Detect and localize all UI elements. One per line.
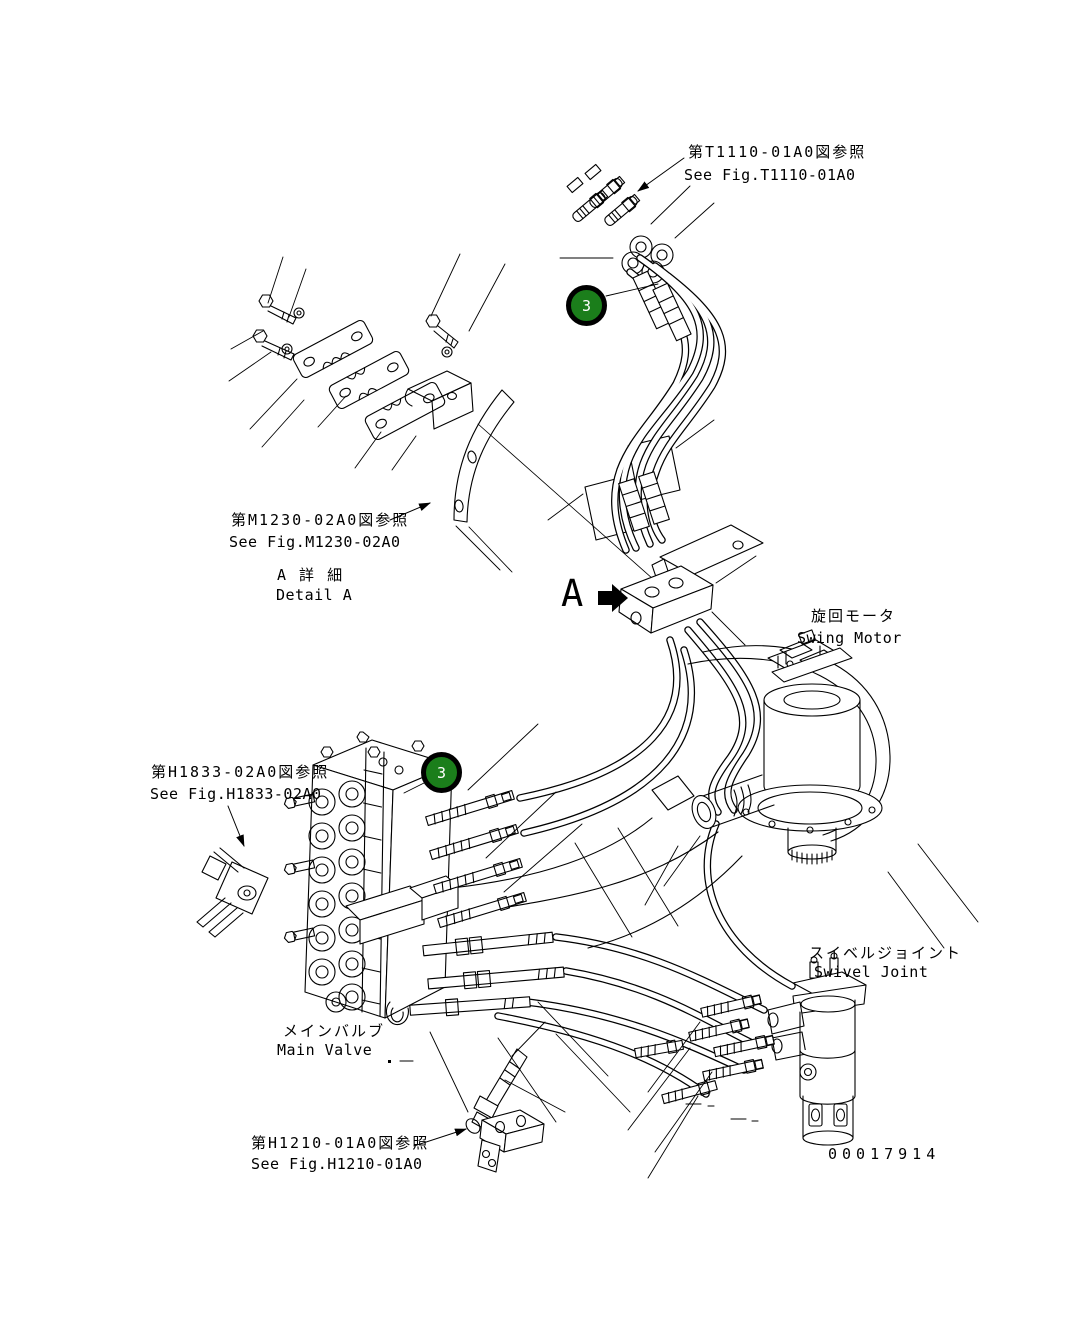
t1110-leader-arrow <box>637 157 685 192</box>
detail-a-assembly-drawing <box>228 253 689 611</box>
callout-number: 3 <box>581 296 592 315</box>
reference-leader-arrows <box>227 157 685 1147</box>
part-callout-3-valve[interactable]: 3 <box>421 752 462 793</box>
swivel-joint-drawing <box>627 952 867 1179</box>
label-swivel-joint-jp: スイベルジョイント <box>809 944 963 962</box>
part-callout-3-upper[interactable]: 3 <box>566 285 607 326</box>
main-valve-drawing <box>283 723 631 1123</box>
center-hose-runs-drawing <box>451 618 979 1098</box>
upper-hose-bundle-drawing <box>611 254 727 554</box>
label-ref-m1230-en: See Fig.M1230-02A0 <box>229 533 401 551</box>
label-detail-a-en: Detail A <box>276 586 353 604</box>
hose-clamp-block-drawing <box>618 524 764 634</box>
h1833-leader-arrow <box>227 805 245 847</box>
callout-1-leader <box>605 283 659 297</box>
label-ref-t1110-en: See Fig.T1110-01A0 <box>684 166 856 184</box>
h1210-leader-arrow <box>413 1128 467 1147</box>
label-main-valve-en: Main Valve <box>277 1041 373 1059</box>
callout-number: 3 <box>436 763 447 782</box>
h1833-part-drawing <box>196 847 269 938</box>
label-ref-m1230-jp: 第M1230-02A0図参照 <box>231 511 410 529</box>
label-ref-t1110-jp: 第T1110-01A0図参照 <box>688 143 867 161</box>
drawing-number: 00017914 <box>828 1145 941 1163</box>
section-a-letter: A <box>561 572 584 615</box>
label-ref-h1210-jp: 第H1210-01A0図参照 <box>251 1134 430 1152</box>
label-ref-h1833-en: See Fig.H1833-02A0 <box>150 785 322 803</box>
label-swing-motor-jp: 旋回モータ <box>811 607 897 625</box>
swing-motor-drawing <box>644 611 891 906</box>
callout-2-leader <box>403 782 425 794</box>
section-a-arrow-icon <box>598 584 628 612</box>
label-swing-motor-en: Swing Motor <box>797 629 902 647</box>
label-ref-h1210-en: See Fig.H1210-01A0 <box>251 1155 423 1173</box>
label-ref-h1833-jp: 第H1833-02A0図参照 <box>151 763 330 781</box>
m1230-leader-arrow <box>389 502 431 521</box>
h1210-bracket-drawing <box>388 1021 759 1173</box>
label-detail-a-jp: A 詳 細 <box>277 566 345 584</box>
label-swivel-joint-en: Swivel Joint <box>814 963 929 981</box>
label-main-valve-jp: メインバルブ <box>283 1022 386 1040</box>
